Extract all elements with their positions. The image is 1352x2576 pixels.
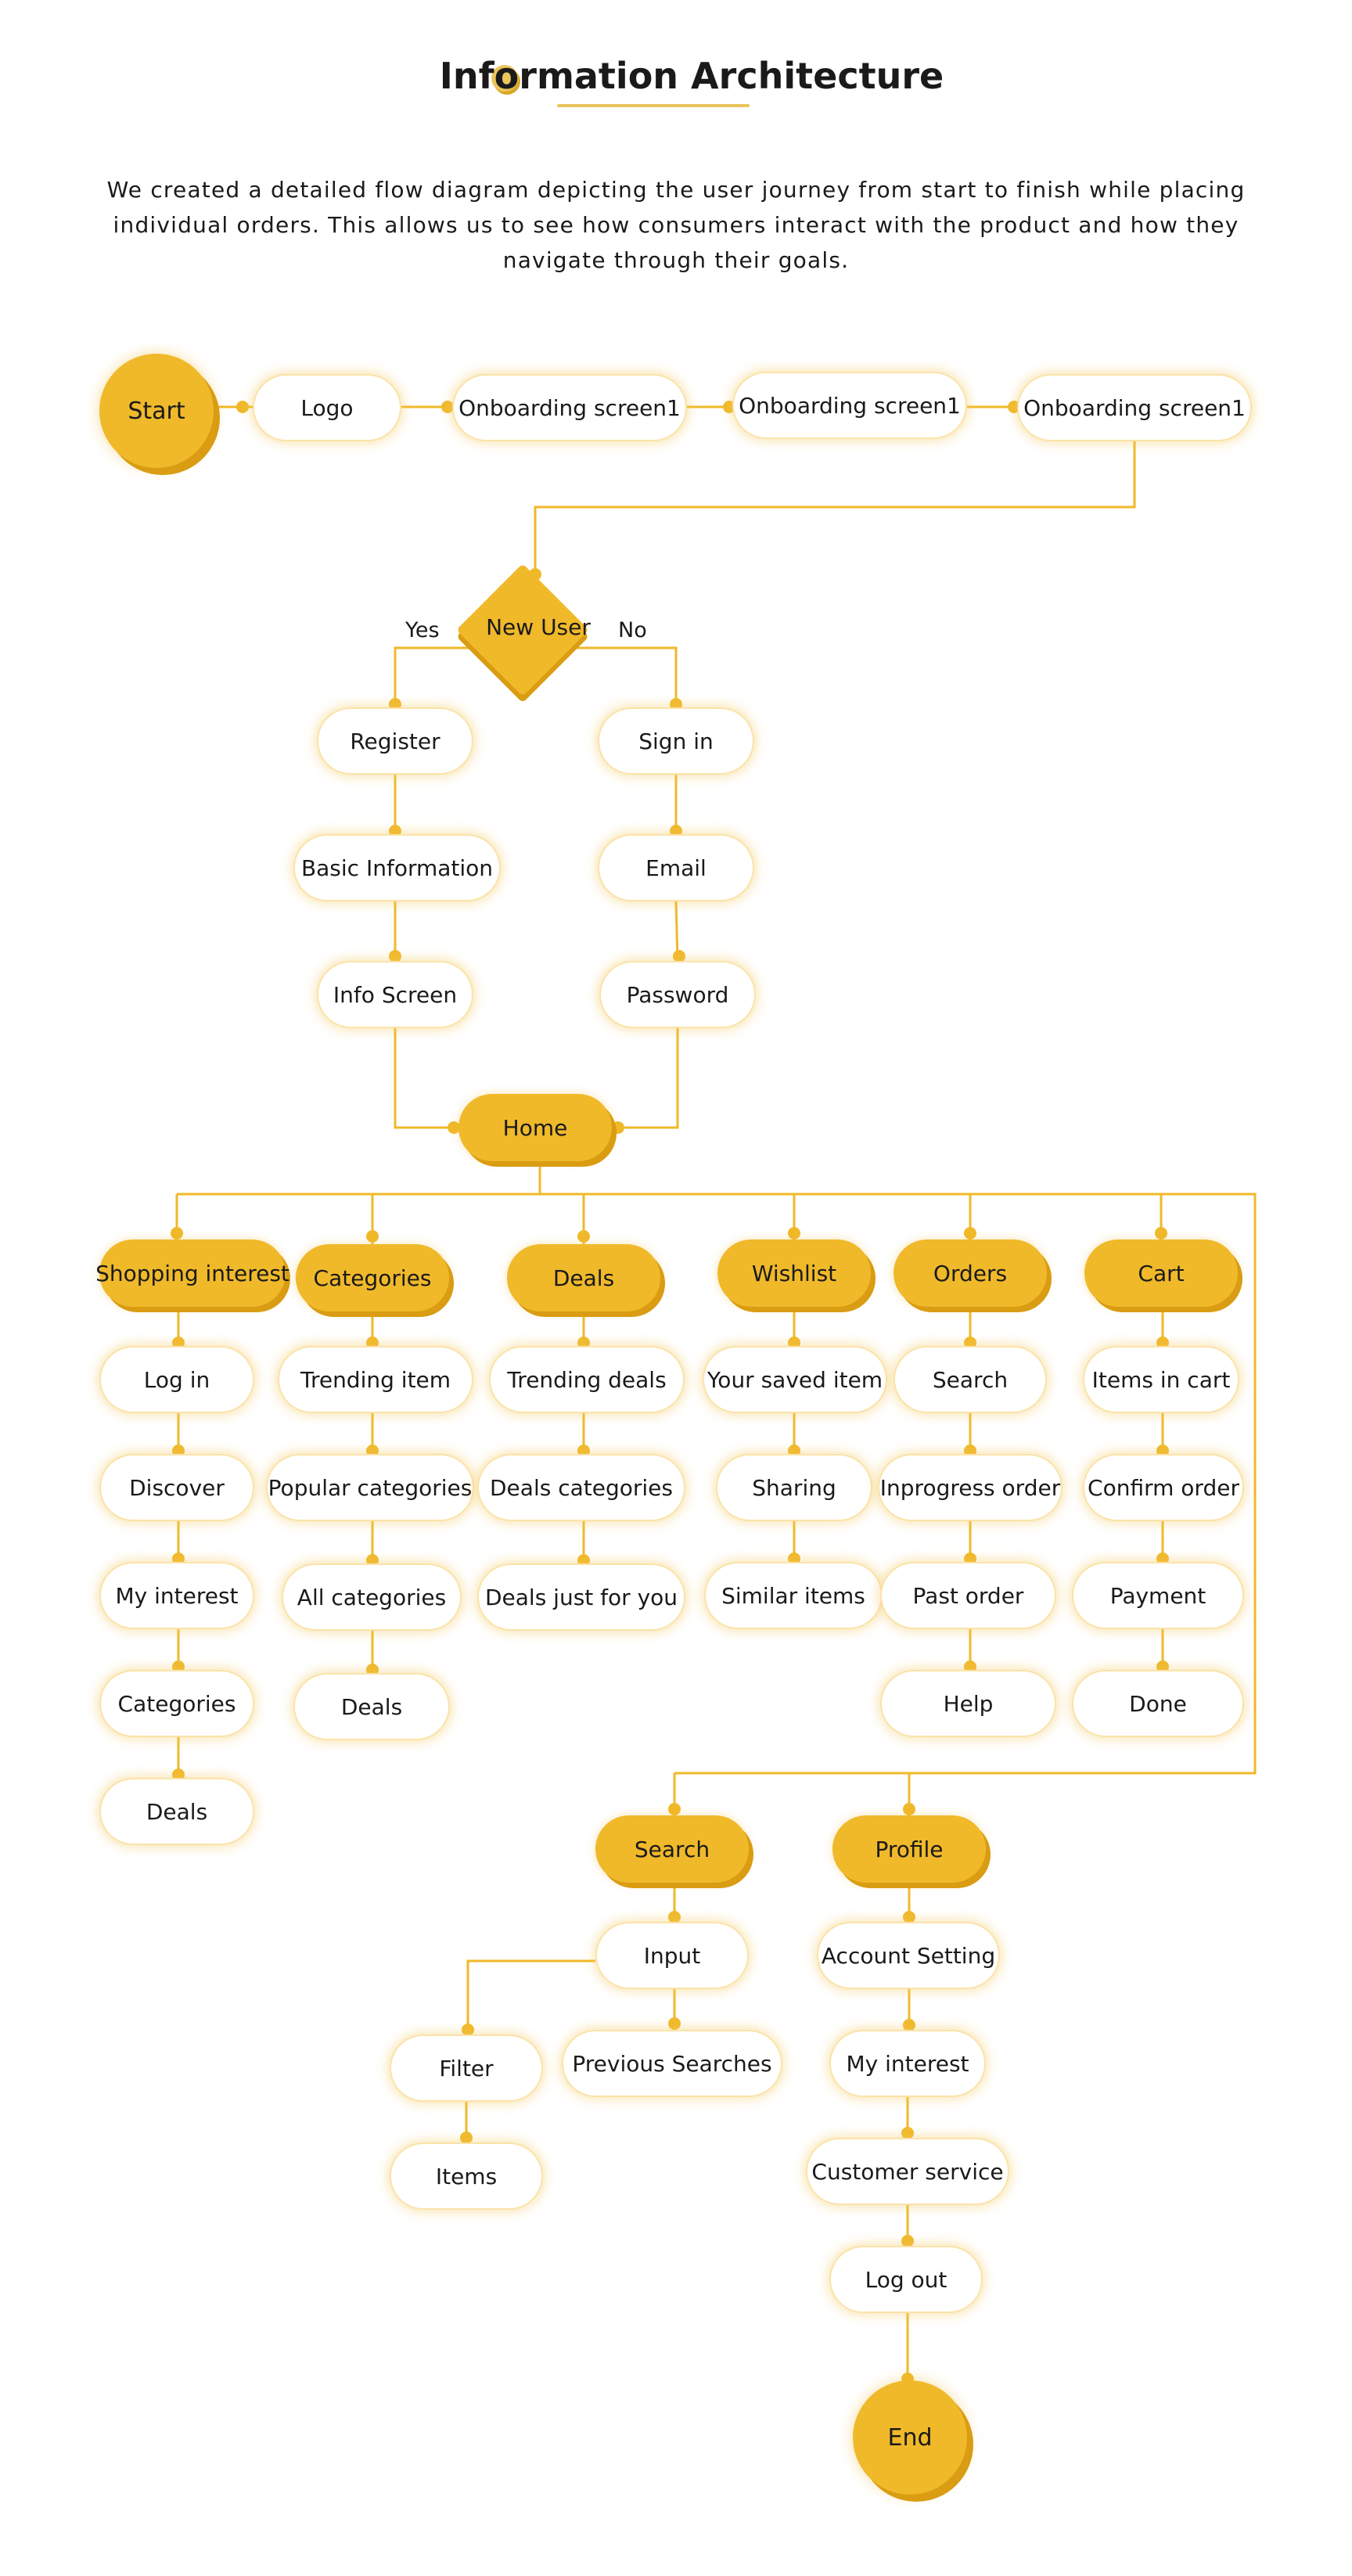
connector-dot — [903, 1803, 915, 1815]
home-node: Home — [458, 1094, 612, 1161]
search-items-node: Items — [390, 2142, 543, 2210]
connector-line — [394, 1028, 458, 1129]
profile-head: Profile — [832, 1815, 986, 1883]
connector-dot — [788, 1227, 800, 1239]
email-node: Email — [598, 834, 754, 901]
wishlist-item: Your saved item — [703, 1346, 887, 1413]
end-node: End — [853, 2380, 967, 2495]
connector-dot — [236, 401, 249, 413]
decision-label: New User — [486, 614, 591, 640]
connector-dot — [389, 950, 401, 962]
sign-in-node: Sign in — [598, 707, 754, 775]
deals-item: Deals just for you — [477, 1563, 685, 1631]
title-bullet-icon — [491, 65, 518, 92]
register-node: Register — [317, 707, 473, 775]
shopping-interest-item: Discover — [99, 1454, 254, 1521]
connector-dot — [901, 2127, 914, 2139]
connector-line — [466, 1959, 595, 2035]
connector-dot — [903, 1911, 915, 1923]
shopping-interest-item: Log in — [99, 1346, 254, 1413]
orders-item: Past order — [880, 1562, 1056, 1629]
categories-head: Categories — [296, 1244, 449, 1311]
connector-dot — [668, 1803, 681, 1815]
onboarding-node-3: Onboarding screen1 — [1017, 374, 1252, 441]
wishlist-item: Sharing — [716, 1454, 872, 1521]
shopping-interest-item: My interest — [99, 1562, 254, 1629]
password-node: Password — [599, 961, 756, 1028]
deals-item: Deals categories — [477, 1454, 685, 1521]
connector-dot — [964, 1227, 976, 1239]
orders-item: Help — [880, 1670, 1056, 1737]
cart-item: Confirm order — [1083, 1454, 1244, 1521]
orders-item: Inprogress order — [878, 1454, 1063, 1521]
decision-yes-label: Yes — [405, 618, 440, 642]
page-title: Information Architecture — [439, 55, 944, 97]
deals-item: Trending deals — [489, 1346, 685, 1413]
cart-item: Payment — [1072, 1562, 1244, 1629]
connector-line — [612, 1028, 679, 1129]
connector-dot — [448, 1121, 460, 1134]
deals-head: Deals — [507, 1244, 660, 1311]
profile-item: Customer service — [806, 2138, 1009, 2205]
connector-dot — [171, 1227, 183, 1239]
profile-item: My interest — [829, 2030, 986, 2097]
connector-dot — [1155, 1227, 1167, 1239]
search-input-node: Input — [595, 1922, 749, 1989]
page-description: We created a detailed flow diagram depic… — [106, 177, 1246, 273]
connector-line — [570, 646, 678, 707]
decision-no-label: No — [618, 618, 647, 642]
connector-dot — [901, 2235, 914, 2247]
connector-dot — [460, 2132, 473, 2144]
orders-head: Orders — [894, 1239, 1047, 1307]
cart-head: Cart — [1084, 1239, 1238, 1307]
connector-dot — [366, 1230, 379, 1243]
connector-dot — [462, 2024, 474, 2036]
shopping-interest-item: Deals — [99, 1778, 254, 1845]
cart-item: Items in cart — [1083, 1346, 1239, 1413]
connector-line — [394, 646, 476, 707]
categories-item: Popular categories — [266, 1454, 474, 1521]
connector-dot — [612, 1121, 624, 1134]
connector-dot — [668, 2017, 681, 2030]
search-filter-node: Filter — [390, 2035, 543, 2102]
connector-line — [534, 441, 1136, 579]
categories-item: All categories — [282, 1563, 462, 1631]
shopping-interest-item: Categories — [99, 1670, 254, 1737]
connector-dot — [577, 1230, 590, 1243]
profile-item: Account Setting — [817, 1922, 1000, 1989]
connector-dot — [668, 1911, 681, 1923]
wishlist-item: Similar items — [704, 1562, 883, 1629]
onboarding-node-2: Onboarding screen1 — [732, 372, 967, 439]
title-underline — [557, 104, 750, 107]
start-node: Start — [99, 354, 214, 468]
info-screen-node: Info Screen — [317, 961, 473, 1028]
categories-item: Deals — [293, 1673, 450, 1740]
connector-line — [177, 1193, 1257, 1775]
categories-item: Trending item — [278, 1346, 473, 1413]
connector-dot — [441, 401, 454, 413]
search-head: Search — [595, 1815, 749, 1883]
profile-item: Log out — [829, 2246, 983, 2313]
onboarding-node-1: Onboarding screen1 — [452, 374, 687, 441]
orders-item: Search — [894, 1346, 1047, 1413]
cart-item: Done — [1072, 1670, 1244, 1737]
wishlist-head: Wishlist — [717, 1239, 871, 1307]
logo-node: Logo — [253, 374, 401, 441]
connector-dot — [903, 2019, 915, 2031]
shopping-interest-head: Shopping interest — [95, 1239, 289, 1307]
connector-dot — [673, 950, 685, 962]
basic-information-node: Basic Information — [293, 834, 501, 901]
previous-searches-node: Previous Searches — [562, 2030, 782, 2097]
